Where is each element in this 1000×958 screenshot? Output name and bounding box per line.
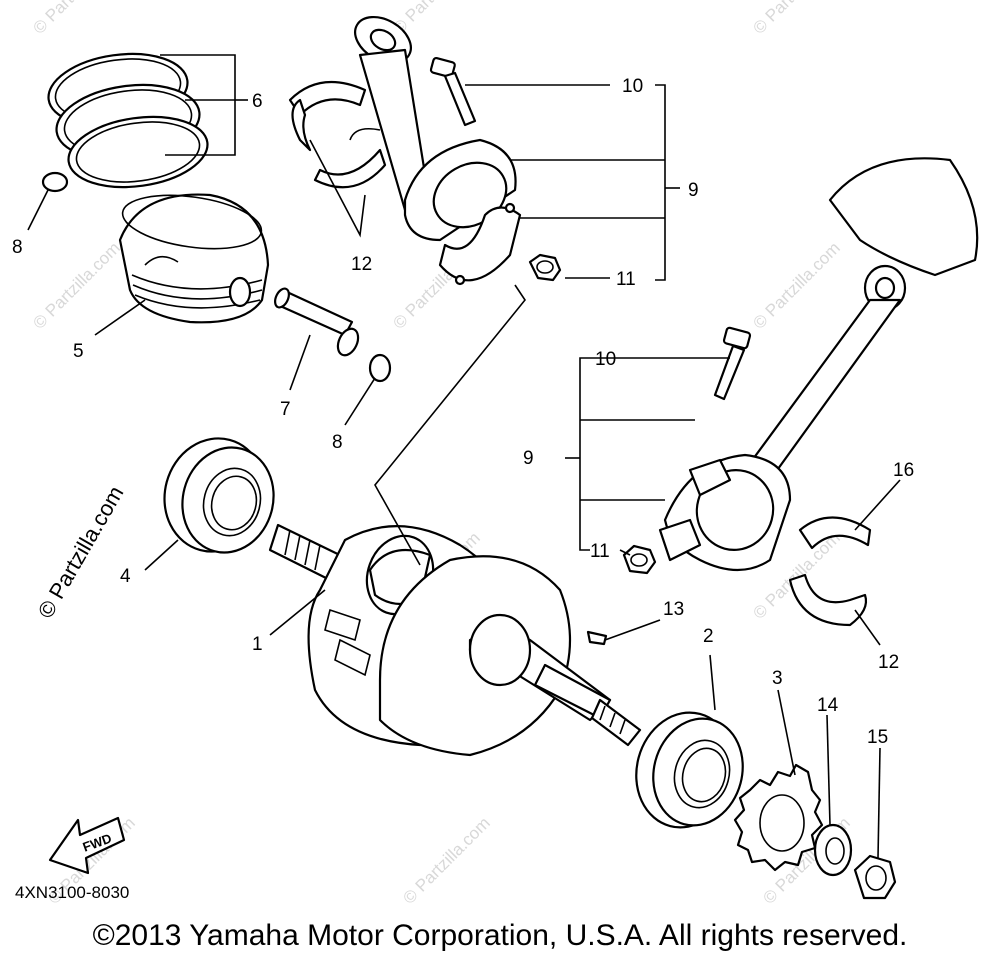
callout-12: 12 bbox=[878, 652, 899, 673]
watermark: © Partzilla.com bbox=[749, 0, 843, 38]
callout-10: 10 bbox=[595, 349, 616, 370]
diagram-code: 4XN3100-8030 bbox=[15, 883, 129, 902]
bearing-shells-upper[interactable] bbox=[288, 80, 387, 189]
washer[interactable] bbox=[813, 823, 853, 877]
rod-nut-right[interactable] bbox=[622, 544, 657, 575]
bearing-shells-right[interactable] bbox=[788, 516, 872, 627]
watermark: © Partzilla.com bbox=[399, 813, 493, 907]
callout-2: 2 bbox=[703, 626, 714, 647]
callout-3: 3 bbox=[772, 668, 783, 689]
main-bearing-right[interactable] bbox=[624, 702, 755, 839]
callouts: 6 8 5 12 7 8 10 9 11 10 9 11 16 12 4 1 1… bbox=[12, 76, 914, 748]
callout-15: 15 bbox=[867, 727, 888, 748]
callout-9: 9 bbox=[523, 448, 534, 469]
callout-8: 8 bbox=[332, 432, 343, 453]
rod-bolt-right[interactable] bbox=[713, 326, 752, 401]
leader-lines bbox=[27, 54, 901, 859]
connecting-rod-upper[interactable] bbox=[347, 8, 522, 286]
callout-11: 11 bbox=[590, 541, 610, 562]
watermark-prominent: © Partzilla.com bbox=[33, 482, 129, 623]
fwd-arrow-icon: FWD bbox=[48, 816, 126, 875]
woodruff-key[interactable] bbox=[586, 630, 608, 646]
callout-9: 9 bbox=[688, 180, 699, 201]
callout-4: 4 bbox=[120, 566, 131, 587]
callout-12: 12 bbox=[351, 254, 372, 275]
piston-pin[interactable] bbox=[272, 286, 362, 358]
crank-nut[interactable] bbox=[853, 854, 897, 900]
rod-nut-upper[interactable] bbox=[528, 253, 562, 282]
watermark: © Partzilla.com bbox=[749, 238, 843, 332]
callout-11: 11 bbox=[616, 269, 636, 290]
drive-gear[interactable] bbox=[733, 763, 824, 872]
callout-13: 13 bbox=[663, 599, 684, 620]
callout-7: 7 bbox=[280, 399, 291, 420]
watermark: © Partzilla.com bbox=[29, 0, 123, 38]
crankshaft[interactable] bbox=[268, 523, 642, 757]
circlip-lower[interactable] bbox=[368, 353, 392, 383]
piston-rings[interactable] bbox=[44, 46, 212, 196]
copyright-notice: ©2013 Yamaha Motor Corporation, U.S.A. A… bbox=[93, 919, 908, 952]
connecting-rod-right[interactable] bbox=[658, 157, 979, 571]
callout-1: 1 bbox=[252, 634, 263, 655]
callout-16: 16 bbox=[893, 460, 914, 481]
piston[interactable] bbox=[118, 188, 270, 324]
callout-6: 6 bbox=[252, 91, 263, 112]
callout-14: 14 bbox=[817, 695, 839, 716]
watermark: © Partzilla.com bbox=[29, 238, 123, 332]
circlip-upper[interactable] bbox=[41, 171, 69, 193]
main-bearing-left[interactable] bbox=[152, 427, 285, 563]
callout-8: 8 bbox=[12, 237, 23, 258]
rod-bolt-upper[interactable] bbox=[429, 56, 477, 127]
callout-5: 5 bbox=[73, 341, 84, 362]
callout-10: 10 bbox=[622, 76, 643, 97]
